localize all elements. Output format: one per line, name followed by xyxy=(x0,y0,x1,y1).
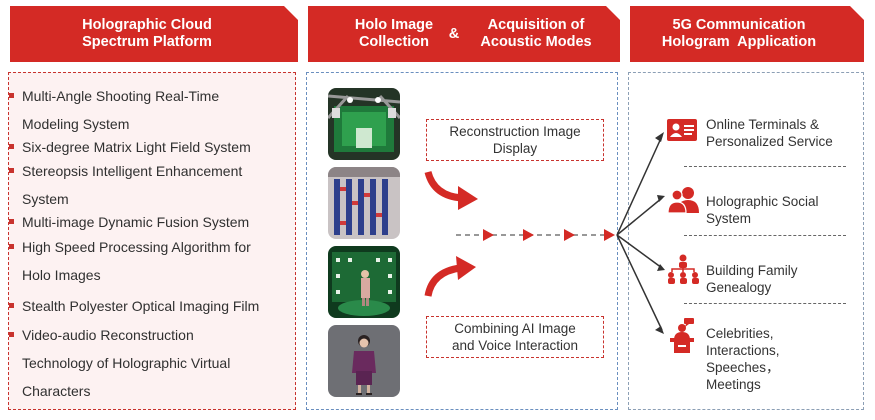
application-item: Celebrities, Interactions, Speeches， Mee… xyxy=(706,325,780,393)
header-line: 5G Communication xyxy=(672,17,806,33)
application-item-text: Personalized Service xyxy=(706,134,833,149)
header-line: Acquisition of xyxy=(487,17,585,33)
list-item: Multi-image Dynamic Fusion System xyxy=(9,208,279,236)
application-item-text: Speeches， xyxy=(706,360,780,375)
application-item-text: System xyxy=(706,211,752,226)
application-item-text: Celebrities, xyxy=(706,326,774,341)
box-line: Combining AI Image xyxy=(454,321,576,336)
header-line: Spectrum Platform xyxy=(82,34,212,50)
list-item-text: Six-degree Matrix Light Field System xyxy=(22,139,251,155)
list-item: Six-degree Matrix Light Field System xyxy=(9,133,279,161)
hologram-woman-photo xyxy=(328,325,400,397)
header-5g-hologram: 5G Communication Hologram Application xyxy=(630,6,864,62)
flow-arrowhead xyxy=(483,229,494,241)
dashed-separator xyxy=(684,303,846,304)
bullet-square-icon xyxy=(9,303,14,308)
list-item-text: Stereopsis Intelligent Enhancement xyxy=(22,163,243,179)
curved-arrow-up-head xyxy=(456,256,476,280)
curved-arrow-up xyxy=(424,264,461,297)
list-item-text: Modeling System xyxy=(22,116,130,132)
people-icon xyxy=(667,185,700,220)
list-item: High Speed Processing Algorithm for Holo… xyxy=(9,233,279,289)
box-line: Display xyxy=(492,141,538,156)
flow-arrowhead xyxy=(604,229,615,241)
speaker-podium-icon xyxy=(666,318,698,359)
header-line: Collection xyxy=(358,34,430,50)
list-item-text: Multi-Angle Shooting Real-Time xyxy=(22,88,220,104)
green-screen-studio-photo xyxy=(328,246,400,318)
header-holo-image-collection: Holo Image Collection & Acquisition of A… xyxy=(308,6,620,62)
header-line: Holo Image xyxy=(354,17,434,33)
flow-arrowhead xyxy=(523,229,534,241)
application-item: Building Family Genealogy xyxy=(706,262,798,296)
bullet-square-icon xyxy=(9,93,14,98)
header-line: Hologram Application xyxy=(661,34,817,50)
bullet-square-icon xyxy=(9,332,14,337)
box-line: Reconstruction Image xyxy=(449,124,581,139)
dashed-separator xyxy=(684,166,846,167)
application-item-text: Holographic Social xyxy=(706,194,819,209)
application-item: Online Terminals & Personalized Service xyxy=(706,116,833,150)
reconstruction-display-box: Reconstruction Image Display xyxy=(426,119,604,161)
fan-line xyxy=(616,234,663,331)
left-panel xyxy=(8,72,296,410)
fan-line xyxy=(616,135,663,236)
bullet-square-icon xyxy=(9,168,14,173)
application-item-text: Online Terminals & xyxy=(706,117,820,132)
box-line: and Voice Interaction xyxy=(451,338,579,353)
fan-arrowhead xyxy=(657,264,665,271)
list-item-text: High Speed Processing Algorithm for xyxy=(22,239,251,255)
camera-rig-photo xyxy=(328,88,400,160)
list-item-text: Multi-image Dynamic Fusion System xyxy=(22,214,250,230)
application-item-text: Meetings xyxy=(706,377,761,392)
application-item-text: Interactions, xyxy=(706,343,780,358)
application-item-text: Building Family xyxy=(706,263,798,278)
flow-arrowhead xyxy=(564,229,575,241)
list-item: Stealth Polyester Optical Imaging Film xyxy=(9,292,279,320)
header-holographic-cloud: Holographic Cloud Spectrum Platform xyxy=(10,6,298,62)
camera-array-photo xyxy=(328,167,400,239)
ai-voice-interaction-box: Combining AI Image and Voice Interaction xyxy=(426,316,604,358)
list-item: Multi-Angle Shooting Real-Time Modeling … xyxy=(9,82,279,138)
fan-line xyxy=(616,234,663,269)
list-item: Stereopsis Intelligent Enhancement Syste… xyxy=(9,157,279,213)
list-item-text: Characters xyxy=(22,383,91,399)
family-tree-icon xyxy=(666,254,700,291)
bullet-square-icon xyxy=(9,219,14,224)
id-card-icon xyxy=(666,116,698,149)
application-item-text: Genealogy xyxy=(706,280,772,295)
fan-arrowhead xyxy=(655,326,664,334)
list-item-text: Video-audio Reconstruction xyxy=(22,327,194,343)
curved-arrow-down xyxy=(424,170,463,202)
dashed-separator xyxy=(684,235,846,236)
list-item-text: Holo Images xyxy=(22,267,101,283)
list-item-text: System xyxy=(22,191,69,207)
fan-arrowhead xyxy=(655,132,664,142)
fan-line xyxy=(616,197,663,236)
header-line: Acoustic Modes xyxy=(480,34,592,50)
header-line: Holographic Cloud xyxy=(82,17,212,33)
curved-arrow-down-head xyxy=(458,186,478,210)
list-item-text: Technology of Holographic Virtual xyxy=(22,355,231,371)
fan-arrowhead xyxy=(657,195,665,202)
list-item-text: Stealth Polyester Optical Imaging Film xyxy=(22,298,260,314)
list-item: Video-audio Reconstruction Technology of… xyxy=(9,321,279,405)
header-ampersand: & xyxy=(448,26,460,42)
bullet-square-icon xyxy=(9,144,14,149)
bullet-square-icon xyxy=(9,244,14,249)
application-item: Holographic Social System xyxy=(706,193,819,227)
